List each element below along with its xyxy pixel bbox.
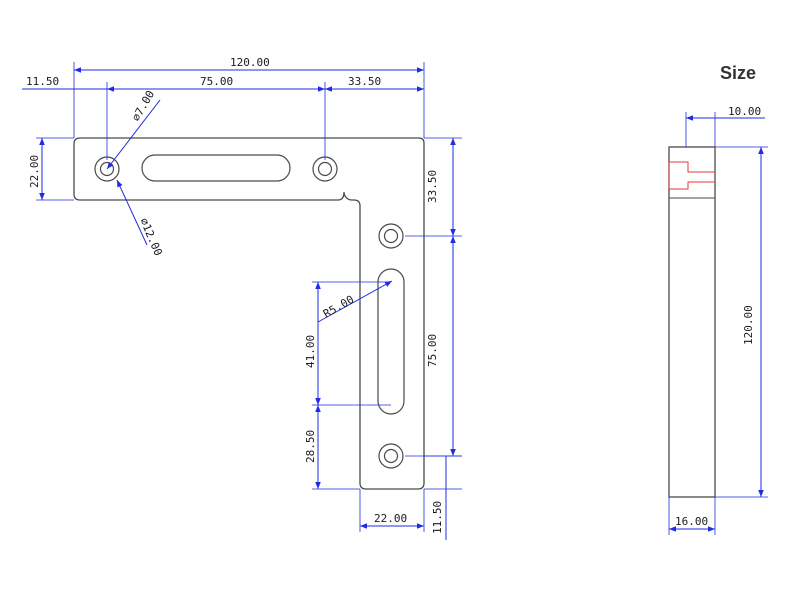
dim-vertical-offset-corner: 33.50 xyxy=(426,170,439,203)
dim-slot-length: 41.00 xyxy=(304,335,317,368)
slot-vertical xyxy=(377,268,405,415)
counterbore-hole-vertical-upper xyxy=(378,223,404,249)
bracket-front-view xyxy=(73,137,425,490)
through-hole-vertical-lower xyxy=(383,448,399,464)
side-view-outline xyxy=(668,146,716,498)
front-dimensions: 120.00 11.50 75.00 33.50 22.00 ⌀7.00 ⌀12… xyxy=(22,56,462,540)
dim-vertical-hole-spacing: 75.00 xyxy=(426,334,439,367)
dim-hole-offset-bottom: 11.50 xyxy=(431,501,444,534)
dim-arm-width-left: 22.00 xyxy=(28,155,41,188)
dim-overall-width: 120.00 xyxy=(230,56,270,69)
counterbore-hole-vertical-lower xyxy=(378,443,404,469)
dim-side-counterbore-depth: 10.00 xyxy=(728,105,761,118)
bracket-side-view xyxy=(668,146,716,498)
dim-hole-offset-left: 11.50 xyxy=(26,75,59,88)
dim-slot-offset-bottom: 28.50 xyxy=(304,430,317,463)
slot-horizontal xyxy=(141,154,291,182)
dim-slot-radius: R5.00 xyxy=(321,293,356,321)
dim-side-height: 120.00 xyxy=(742,305,755,345)
side-dimensions: 10.00 120.00 16.00 xyxy=(668,105,768,535)
title-size: Size xyxy=(720,63,756,83)
dim-arm-width-bottom: 22.00 xyxy=(374,512,407,525)
through-hole-top-right xyxy=(317,161,333,177)
dim-counterbore-dia: ⌀12.00 xyxy=(137,216,164,258)
dim-small-hole-dia: ⌀7.00 xyxy=(129,88,157,123)
through-hole-vertical-upper xyxy=(383,228,399,244)
dim-hole-offset-corner: 33.50 xyxy=(348,75,381,88)
bracket-outline xyxy=(73,137,425,490)
dim-side-thickness: 16.00 xyxy=(675,515,708,528)
dim-hole-spacing-top: 75.00 xyxy=(200,75,233,88)
